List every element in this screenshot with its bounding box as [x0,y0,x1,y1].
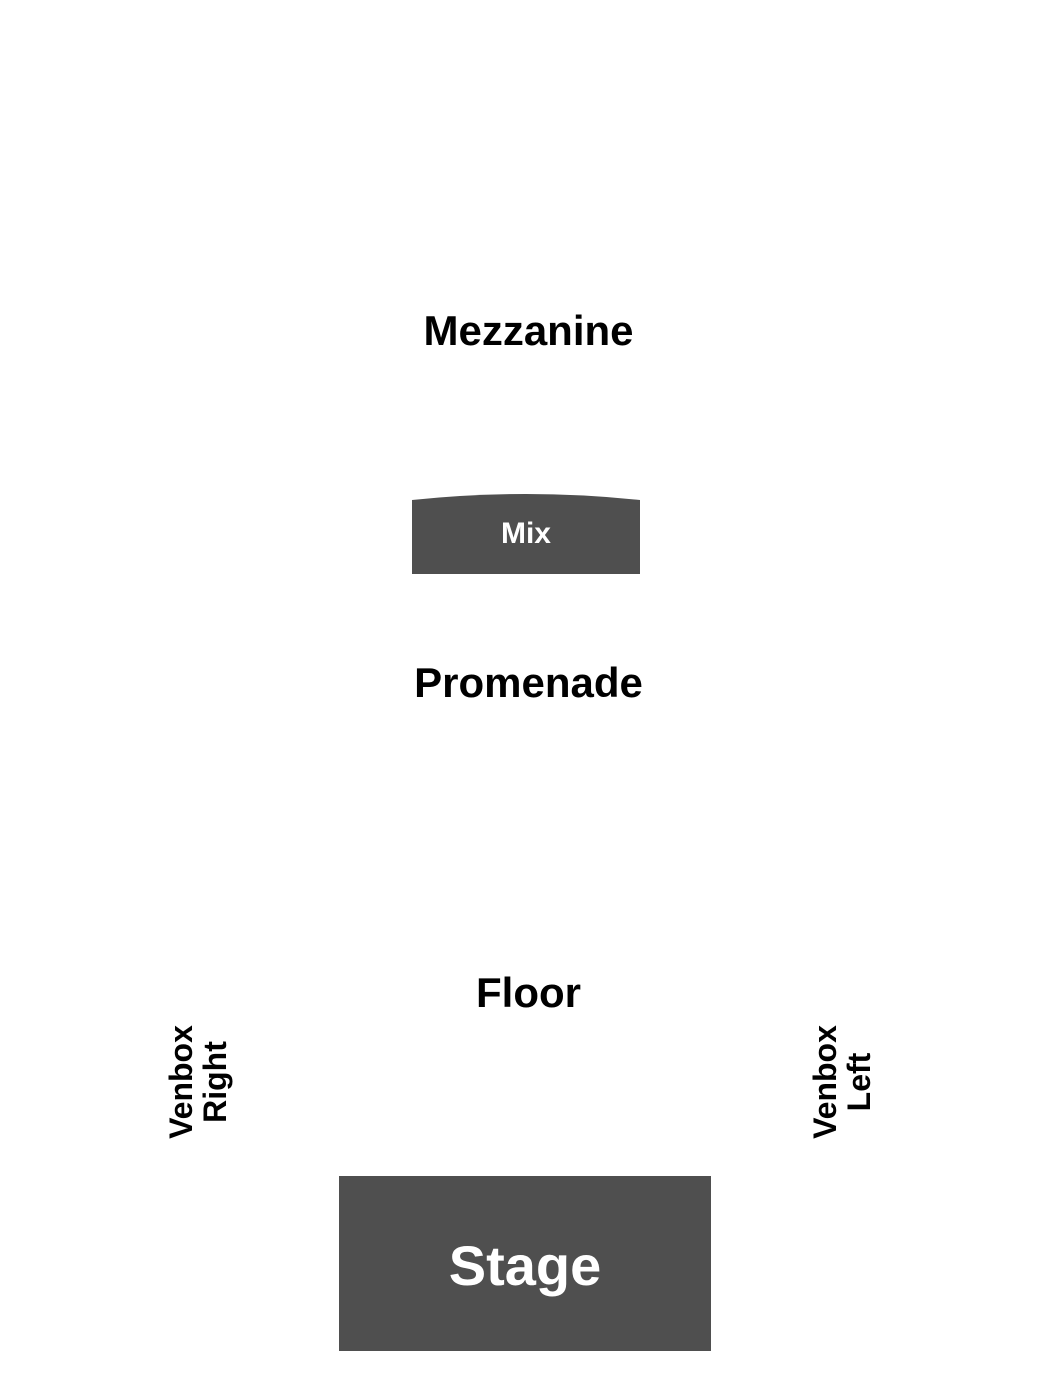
section-venbox-right-label[interactable]: Venbox Right [163,1002,244,1162]
venbox-right-line1: Venbox [163,1025,199,1139]
mix-label: Mix [500,517,551,550]
venbox-left-line2: Left [841,1052,877,1112]
venbox-left-line1: Venbox [807,1025,843,1139]
stage-label: Stage [448,1234,602,1297]
section-mezzanine-label[interactable]: Mezzanine [423,307,634,354]
stage-block [339,1176,711,1351]
section-venbox-left-label[interactable]: Venbox Left [807,1002,888,1162]
section-promenade-label[interactable]: Promenade [414,659,643,706]
venbox-right-line2: Right [197,1041,233,1123]
section-floor-label[interactable]: Floor [476,969,581,1016]
mix-position-shape [412,494,640,574]
mix-position-block[interactable] [412,494,640,574]
